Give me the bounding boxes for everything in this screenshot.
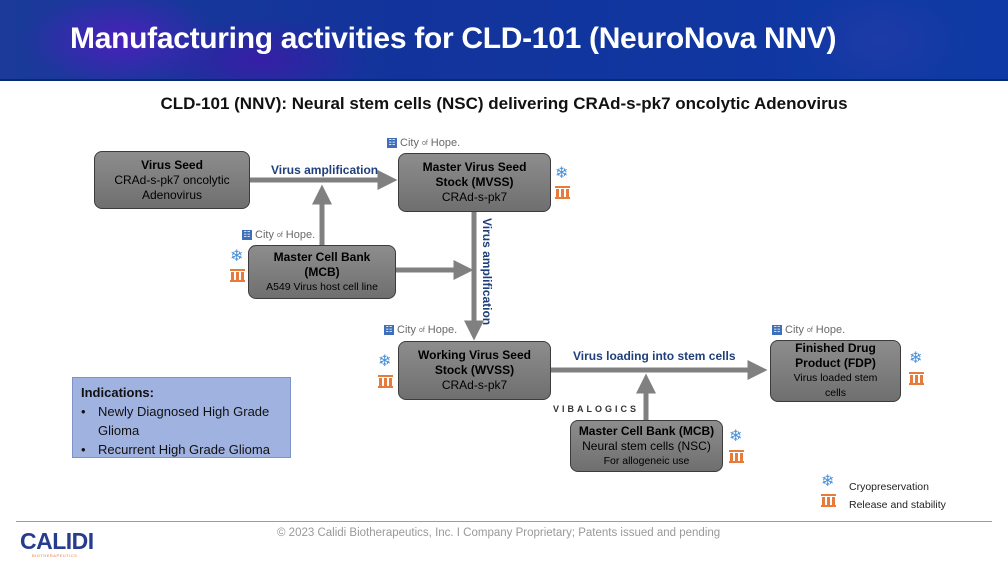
node-title: Stock (WVSS) xyxy=(434,363,515,377)
node-line: cells xyxy=(824,387,846,399)
logo-name: CALIDI xyxy=(20,528,94,554)
node-virus-seed: Virus Seed CRAd-s-pk7 oncolytic Adenovir… xyxy=(94,151,250,209)
node-line: For allogeneic use xyxy=(603,454,690,467)
test-tubes-icon xyxy=(555,186,570,199)
logo-text: City xyxy=(255,229,274,241)
node-title: Stock (MVSS) xyxy=(435,175,514,189)
node-title: Finished Drug xyxy=(795,341,876,355)
city-of-hope-mark-icon: ☷ xyxy=(387,138,397,148)
edge-label-amplification: Virus amplification xyxy=(271,163,379,177)
snowflake-icon: ❄ xyxy=(729,428,743,445)
footer-divider xyxy=(16,521,992,522)
logo-text: City xyxy=(785,324,804,336)
legend-release-label: Release and stability xyxy=(849,499,946,511)
calidi-logo: CALIDI BIOTHERAPEUTICS xyxy=(20,528,94,559)
diagram-subtitle: CLD-101 (NNV): Neural stem cells (NSC) d… xyxy=(160,94,848,113)
logo-text: Hope. xyxy=(815,324,846,336)
node-line: CRAd-s-pk7 xyxy=(441,378,508,392)
test-tubes-icon xyxy=(729,450,744,463)
city-of-hope-mark-icon: ☷ xyxy=(242,230,252,240)
legend-snowflake-icon: ❄ xyxy=(821,473,835,490)
test-tubes-icon xyxy=(378,375,393,388)
node-mcb-nsc: Master Cell Bank (MCB) Neural stem cells… xyxy=(570,420,723,472)
indication-item: Newly Diagnosed High Grade Glioma xyxy=(81,402,282,440)
node-title: Master Virus Seed xyxy=(422,160,527,174)
vibalogics-logo: VIBALOGICS xyxy=(553,404,640,414)
node-title: Master Cell Bank xyxy=(273,249,371,264)
node-line: CRAd-s-pk7 xyxy=(441,190,508,204)
snowflake-icon: ❄ xyxy=(555,165,569,182)
indications-box: Indications: Newly Diagnosed High Grade … xyxy=(72,377,291,459)
logo-text: of xyxy=(276,231,283,239)
snowflake-icon: ❄ xyxy=(909,350,923,367)
node-title: Virus Seed xyxy=(141,157,203,172)
node-title: (MCB) xyxy=(304,264,340,279)
logo-text: City xyxy=(400,137,419,149)
indications-list: Newly Diagnosed High Grade Glioma Recurr… xyxy=(81,402,282,459)
city-of-hope-mark-icon: ☷ xyxy=(384,325,394,335)
indications-heading: Indications: xyxy=(81,385,154,400)
logo-text: Hope. xyxy=(285,229,316,241)
node-title: Master Cell Bank (MCB) xyxy=(578,423,715,438)
node-title: Working Virus Seed xyxy=(418,348,531,362)
node-fdp: Finished Drug Product (FDP) Virus loaded… xyxy=(770,340,901,402)
banner-divider xyxy=(0,79,1008,81)
snowflake-icon: ❄ xyxy=(378,353,392,370)
footer-copyright: © 2023 Calidi Biotherapeutics, Inc. I Co… xyxy=(277,527,721,539)
edge-label-loading: Virus loading into stem cells xyxy=(573,349,736,363)
title-banner xyxy=(0,0,1008,81)
node-title: Product (FDP) xyxy=(795,356,876,370)
test-tubes-icon xyxy=(909,372,924,385)
edge-label-amplification-vertical: Virus amplification xyxy=(480,218,494,326)
logo-text: of xyxy=(421,139,428,147)
city-of-hope-mark-icon: ☷ xyxy=(772,325,782,335)
indication-item: Recurrent High Grade Glioma xyxy=(81,440,282,459)
legend-cryo-label: Cryopreservation xyxy=(849,481,929,493)
node-line: Virus loaded stem xyxy=(793,372,878,384)
logo-text: of xyxy=(806,326,813,334)
test-tubes-icon xyxy=(230,269,245,282)
snowflake-icon: ❄ xyxy=(230,248,244,265)
node-line: Adenovirus xyxy=(141,187,203,202)
node-mvss: Master Virus Seed Stock (MVSS) CRAd-s-pk… xyxy=(398,153,551,212)
logo-text: Hope. xyxy=(427,324,458,336)
logo-text: Hope. xyxy=(430,137,461,149)
legend-test-tubes-icon xyxy=(821,494,836,507)
page-title: Manufacturing activities for CLD-101 (Ne… xyxy=(70,22,837,55)
node-line: Neural stem cells (NSC) xyxy=(582,438,711,453)
node-line: A549 Virus host cell line xyxy=(266,280,378,293)
node-line: CRAd-s-pk7 oncolytic xyxy=(114,172,230,187)
node-mcb-a549: Master Cell Bank (MCB) A549 Virus host c… xyxy=(248,245,396,299)
logo-text: City xyxy=(397,324,416,336)
logo-tagline: BIOTHERAPEUTICS xyxy=(32,553,78,558)
node-wvss: Working Virus Seed Stock (WVSS) CRAd-s-p… xyxy=(398,341,551,400)
logo-text: of xyxy=(418,326,425,334)
